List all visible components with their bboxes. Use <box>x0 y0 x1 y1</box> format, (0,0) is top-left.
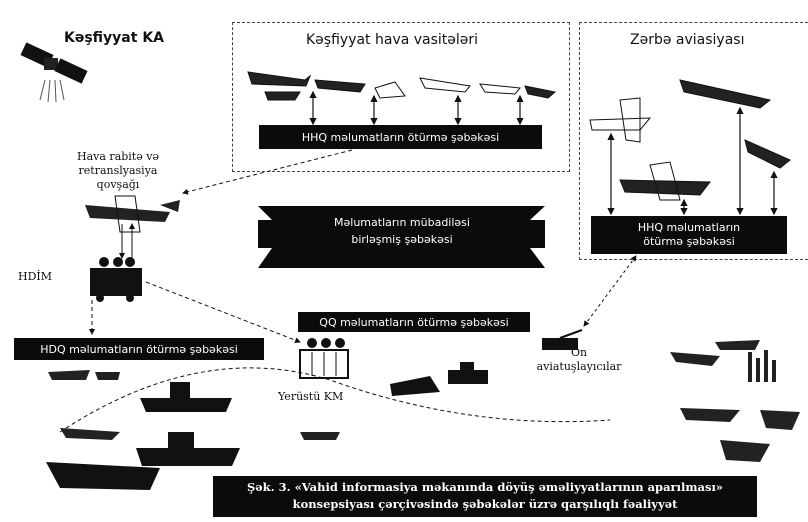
hdq-network: HDQ məlumatların ötürmə şəbəkəsi <box>14 338 264 360</box>
relay-aircraft-icon <box>85 195 180 233</box>
strike-air-panel <box>579 22 808 260</box>
surface-km-icon <box>299 338 349 379</box>
relay-label-line2: retranslyasiya qovşağı <box>78 164 158 191</box>
warship-icons <box>46 382 240 490</box>
exchange-network-shape <box>258 206 545 268</box>
hdim-station-icon <box>90 257 142 302</box>
hhq-strike-network: HHQ məlumatların ötürmə şəbəkəsi <box>591 216 787 254</box>
caption-line1: Şək. 3. «Vahid informasiya məkanında döy… <box>246 480 723 494</box>
recon-aircraft-icons <box>247 71 557 101</box>
hhq-recon-network: HHQ məlumatların ötürmə şəbəkəsi <box>259 125 542 149</box>
qq-network: QQ məlumatların ötürmə şəbəkəsi <box>298 312 530 332</box>
recon-air-title: Kəşfiyyat hava vasitələri <box>306 32 479 48</box>
misc-unit-icons <box>48 340 800 462</box>
relay-label: Hava rabitə və retranslyasiya qovşağı <box>58 150 178 192</box>
exchange-line1: Məlumatların mübadiləsi <box>334 216 470 229</box>
satellite-title: Kəşfiyyat KA <box>64 30 165 46</box>
strike-aircraft-icons <box>589 79 791 201</box>
figure-caption: Şək. 3. «Vahid informasiya məkanında döy… <box>213 476 757 517</box>
surface-km-label: Yerüstü KM <box>278 390 344 403</box>
ground-vehicles-icons <box>390 329 583 396</box>
hhq-strike-line1: HHQ məlumatların <box>637 221 741 234</box>
recon-air-panel <box>232 22 570 172</box>
exchange-line2: birləşmiş şəbəkəsi <box>351 233 453 246</box>
hhq-strike-line2: ötürmə şəbəkəsi <box>643 235 735 248</box>
exchange-network-label: Məlumatların mübadiləsi birləşmiş şəbəkə… <box>290 214 514 248</box>
caption-line2: konsepsiyası çərçivəsində şəbəkələr üzrə… <box>292 497 678 511</box>
relay-label-line1: Hava rabitə və <box>77 150 159 163</box>
strike-air-title: Zərbə aviasiyası <box>630 32 745 48</box>
hdim-label: HDİM <box>18 270 53 283</box>
satellite-icon <box>20 42 88 103</box>
forward-label-line2: aviatuşlayıcılar <box>536 360 622 373</box>
